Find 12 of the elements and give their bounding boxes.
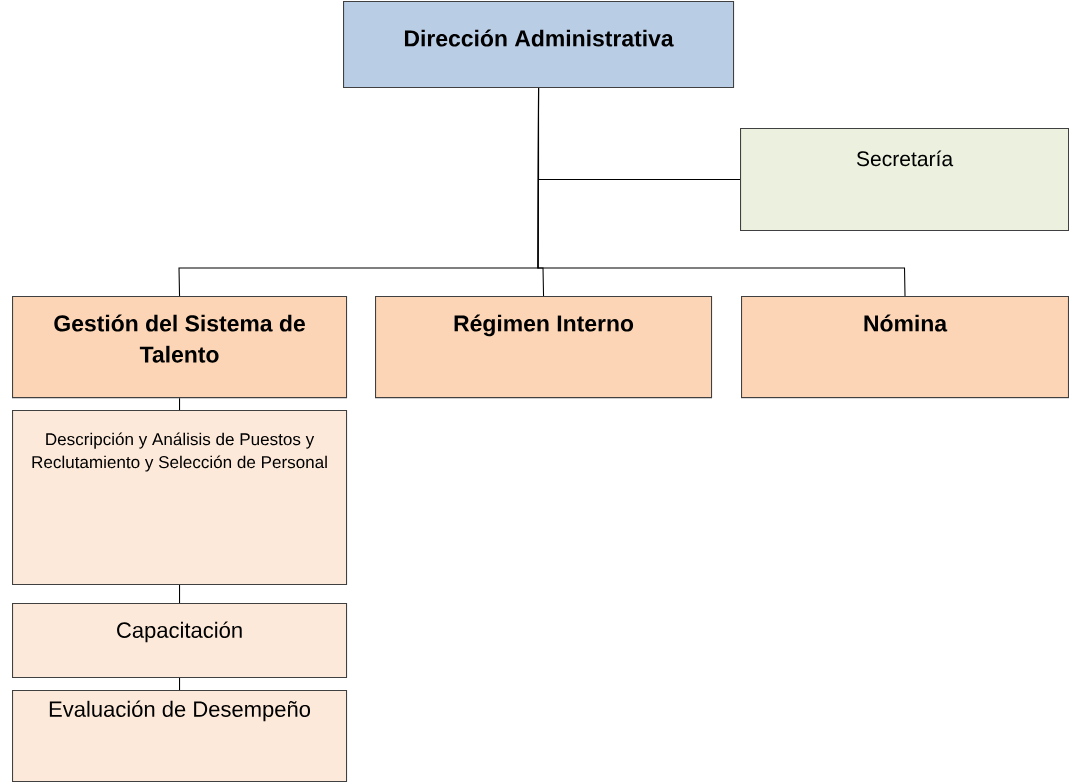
department-box: Nómina [741, 296, 1069, 399]
connector-line [179, 397, 181, 411]
connector-line [537, 87, 906, 297]
header-box: Dirección Administrativa [343, 1, 735, 89]
department-box: Gestión del Sistema de Talento [12, 296, 348, 399]
unit-box: Evaluación de Desempeño [12, 690, 348, 782]
unit-box: Descripción y Análisis de Puestos y Reclutamiento y Selección de Personal [12, 410, 348, 586]
staff-box: Secretaría [740, 128, 1069, 232]
connector-line [179, 677, 181, 691]
unit-box: Capacitación [12, 603, 348, 679]
department-box: Régimen Interno [375, 296, 713, 399]
connector-line [179, 584, 181, 604]
